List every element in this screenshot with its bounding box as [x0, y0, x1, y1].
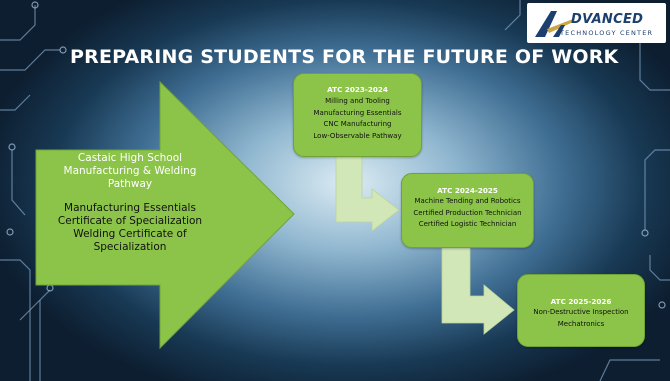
certificate-line: Specialization — [93, 241, 167, 253]
pathway-heading-line: Manufacturing & Welding — [63, 165, 197, 177]
box-title: ATC 2025-2026 — [550, 297, 612, 306]
box-item: Manufacturing Essentials — [313, 108, 402, 117]
main-arrow-shape — [35, 80, 295, 350]
atc-2024-2025-box: ATC 2024-2025 Machine Tending and Roboti… — [401, 173, 534, 248]
pathway-heading-line: Pathway — [107, 178, 153, 190]
box-item: Certified Logistic Technician — [418, 220, 517, 228]
certificate-line: Certificate of Specialization — [57, 215, 203, 227]
pathway-heading: Castaic High School Manufacturing & Weld… — [40, 152, 220, 191]
atc-2023-2024-box: ATC 2023-2024 Milling and Tooling Manufa… — [293, 73, 422, 157]
box-item: Low-Observable Pathway — [313, 131, 402, 140]
slide-title: PREPARING STUDENTS FOR THE FUTURE OF WOR… — [70, 46, 619, 68]
box-item: Certified Production Technician — [413, 208, 522, 217]
box-item: Mechatronics — [557, 319, 605, 328]
certificate-line: Manufacturing Essentials — [64, 202, 196, 214]
box-item: CNC Manufacturing — [323, 120, 392, 128]
box-item: Machine Tending and Robotics — [414, 197, 521, 205]
logo-subtitle: TECHNOLOGY CENTER — [560, 29, 654, 37]
certificate-line: Welding Certificate of — [73, 228, 187, 240]
connector-arrow-1 — [335, 154, 400, 232]
logo-swoosh-icon — [535, 11, 573, 37]
box-item: Milling and Tooling — [325, 97, 390, 105]
pathway-heading-line: Castaic High School — [77, 152, 183, 164]
advanced-technology-center-logo: DVANCED TECHNOLOGY CENTER — [527, 3, 666, 43]
box-title: ATC 2023-2024 — [327, 85, 388, 94]
box-item: Non-Destructive Inspection — [533, 308, 629, 316]
pathway-certificates: Manufacturing Essentials Certificate of … — [40, 202, 220, 254]
box-title: ATC 2024-2025 — [437, 186, 498, 195]
logo-wordmark: DVANCED — [571, 12, 644, 27]
atc-2025-2026-box: ATC 2025-2026 Non-Destructive Inspection… — [517, 274, 645, 347]
main-arrow-text: Castaic High School Manufacturing & Weld… — [40, 152, 220, 254]
connector-arrow-2 — [441, 245, 515, 335]
